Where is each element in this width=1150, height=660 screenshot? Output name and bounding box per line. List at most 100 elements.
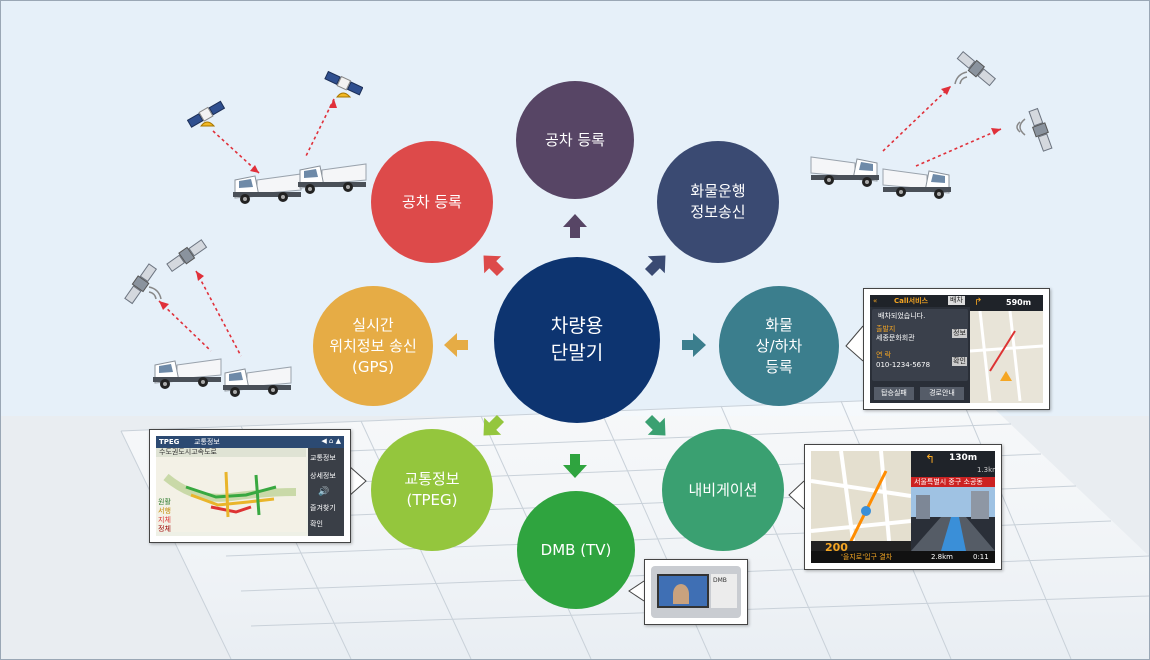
truck-icon (298, 163, 367, 194)
navi-remain: 2.8km (931, 553, 954, 561)
legend-slow: 서행 (158, 507, 171, 515)
navi-speed: 200 (825, 541, 848, 554)
tpeg-title: 교통정보 (194, 438, 220, 446)
cargo-side-btn-2[interactable]: 확인 (952, 357, 967, 366)
tpeg-map (156, 457, 306, 532)
cargo-fail-button[interactable]: 탑승실패 (874, 387, 914, 400)
navi-status-bar: '을지로'입구 결차 2.8km 0:11 (811, 551, 995, 563)
node-top-label: 공차 등록 (545, 130, 605, 149)
signal-icon (1016, 118, 1026, 136)
node-left-label: 실시간 위치정보 송신 (GPS) (329, 315, 417, 376)
signal-icon (148, 286, 162, 300)
node-lower-left: 교통정보 (TPEG) (371, 429, 493, 551)
truck-icon (810, 156, 879, 187)
dmb-channel-list: DMB (711, 574, 737, 608)
cargo-service: Call서비스 (894, 297, 928, 305)
navi-time: 0:11 (973, 553, 989, 561)
tpeg-side-btn-favorite[interactable]: 즐겨찾기 (310, 504, 336, 512)
truck-icon (153, 358, 222, 389)
node-lower-left-label: 교통정보 (TPEG) (404, 470, 460, 509)
center-node-label: 차량용 단말기 (550, 315, 604, 364)
navi-road: 서울특별시 중구 소공동 (914, 478, 983, 486)
node-left: 실시간 위치정보 송신 (GPS) (313, 286, 433, 406)
tpeg-side-btn-traffic[interactable]: 교통정보 (310, 454, 336, 462)
signal-arrowheads (159, 86, 1001, 310)
node-lower-right-label: 내비게이션 (688, 480, 758, 499)
satellite-icon (166, 239, 208, 273)
cargo-map-roads (970, 311, 1043, 401)
cargo-tab[interactable]: 배차 (948, 296, 965, 305)
satellite-icon (187, 100, 226, 128)
node-right-label: 화물 상/하차 등록 (755, 315, 803, 376)
dmb-broadcast-image (659, 576, 707, 606)
cargo-info-box: 배차되었습니다. 출발지 세종문화회관 정보 연 락 010-1234-5678… (872, 309, 968, 381)
legend-delay: 지체 (158, 516, 171, 524)
tpeg-road: 수도권도시고속도로 (159, 448, 217, 456)
arrow-upper-right (644, 255, 666, 277)
signal-lines (158, 85, 1002, 357)
cargo-distance: 590m (1006, 298, 1032, 307)
navi-road-bar: 서울특별시 중구 소공동 (911, 477, 995, 487)
legend-smooth: 원활 (158, 498, 171, 506)
arrow-bottom (563, 454, 587, 478)
arrow-lower-right (644, 414, 666, 436)
node-upper-right: 화물운행 정보송신 (657, 141, 779, 263)
tpeg-side-btn-detail[interactable]: 상세정보 (310, 472, 336, 480)
tpeg-road-bar: 수도권도시고속도로 (156, 448, 306, 457)
arrow-lower-left (483, 414, 505, 436)
arrow-upper-left (483, 255, 505, 277)
cargo-map: ↱ 590m (970, 295, 1043, 403)
node-bottom: DMB (TV) (517, 491, 635, 609)
cargo-turn-bar: ↱ 590m (970, 295, 1043, 311)
turn-right-icon: ↱ (974, 297, 983, 308)
tpeg-nav-icons[interactable]: ◀ ⌂ ▲ (321, 437, 341, 445)
truck-icon (882, 168, 951, 199)
dmb-screen (657, 574, 709, 608)
cargo-route-button[interactable]: 경로안내 (920, 387, 964, 400)
arrow-top (563, 214, 587, 238)
cargo-side-btn-1[interactable]: 정보 (952, 329, 967, 338)
dmb-device-body: DMB (651, 566, 741, 618)
arrow-left (444, 333, 468, 357)
signal-icon (954, 71, 968, 85)
satellite-icon (124, 263, 158, 305)
chevron-left-icon[interactable]: « (873, 297, 878, 305)
cargo-origin-label: 출발지 (876, 325, 896, 333)
tpeg-screen: TPEG 교통정보 ◀ ⌂ ▲ 수도권도시고속도로 원활 서행 지체 정체 (149, 429, 351, 543)
node-right: 화물 상/하차 등록 (719, 286, 839, 406)
speaker-icon[interactable]: 🔊 (318, 487, 330, 497)
navi-3d-view (911, 487, 995, 551)
dmb-label: DMB (713, 577, 727, 584)
navi-distance: 130m (949, 453, 978, 463)
satellite-icon (1028, 107, 1053, 152)
satellite-icon (324, 70, 363, 98)
node-upper-right-label: 화물운행 정보송신 (690, 182, 746, 221)
cargo-phone: 010-1234-5678 (876, 361, 931, 369)
node-top: 공차 등록 (516, 81, 634, 199)
cargo-origin: 세종문화회관 (876, 334, 915, 342)
cargo-header: « Call서비스 배차 (870, 295, 970, 307)
news-anchor-figure (673, 584, 689, 604)
navi-screen: 200 ↰ 130m 1.3km 서울특별시 중구 소공동 '을지로'입구 결차… (804, 444, 1002, 570)
node-upper-left-label: 공차 등록 (402, 192, 462, 211)
tpeg-side-btn-ok[interactable]: 확인 (310, 520, 323, 528)
truck-icon (233, 173, 302, 204)
node-upper-left: 공차 등록 (371, 141, 493, 263)
arrow-right (682, 333, 706, 357)
turn-arrow-icon: ↰ (925, 452, 936, 466)
legend-jam: 정체 (158, 525, 171, 533)
truck-icon (223, 366, 292, 397)
center-node: 차량용 단말기 (494, 257, 660, 423)
node-lower-right: 내비게이션 (662, 429, 784, 551)
cargo-message: 배차되었습니다. (878, 312, 926, 320)
tpeg-side-panel: 교통정보 상세정보 🔊 즐겨찾기 확인 (308, 448, 344, 536)
tpeg-legend: 원활 서행 지체 정체 (158, 498, 171, 534)
tpeg-titlebar: TPEG 교통정보 ◀ ⌂ ▲ (156, 436, 344, 448)
tpeg-brand: TPEG (159, 438, 180, 446)
satellite-icon (956, 50, 997, 87)
navi-location: '을지로'입구 결차 (841, 553, 893, 561)
cargo-contact-label: 연 락 (876, 351, 892, 359)
navi-sub-distance: 1.3km (977, 466, 995, 474)
